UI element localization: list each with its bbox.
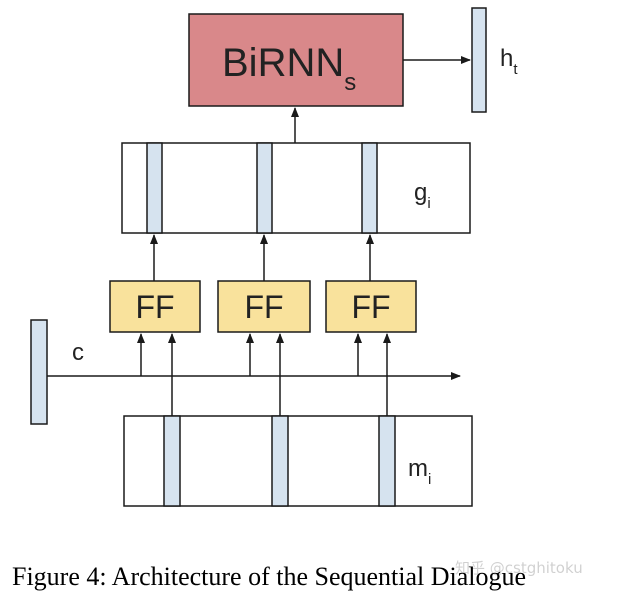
birnn-label: BiRNNs: [222, 41, 356, 96]
m-layer-box: [123, 415, 473, 507]
m-subscript: i: [428, 471, 431, 488]
birnn-block: [188, 13, 404, 107]
ht-vector: [471, 7, 487, 113]
g-label: gi: [414, 179, 431, 212]
figure-caption: Figure 4: Architecture of the Sequential…: [12, 562, 527, 591]
m-vector-1: [163, 415, 181, 507]
ff-unit-2-label: FF: [244, 289, 283, 325]
c-vector: [30, 319, 48, 425]
architecture-diagram: BiRNNs ht gi FF FF FF c mi: [30, 7, 518, 507]
g-vector-2: [256, 142, 273, 234]
m-label: mi: [408, 455, 431, 488]
ff-unit-1: [109, 280, 201, 333]
g-subscript: i: [427, 195, 430, 212]
ht-subscript: t: [513, 61, 518, 78]
birnn-subscript: s: [344, 69, 356, 96]
ff-unit-2: [217, 280, 311, 333]
watermark: 知乎 @cstghitoku: [455, 559, 583, 577]
g-vector-1: [146, 142, 163, 234]
ff-unit-1-label: FF: [135, 289, 174, 325]
g-layer-box: [121, 142, 471, 234]
m-vector-2: [271, 415, 289, 507]
c-label: c: [72, 339, 84, 366]
m-vector-3: [378, 415, 396, 507]
ff-unit-3: [325, 280, 417, 333]
g-vector-3: [361, 142, 378, 234]
ht-label: ht: [500, 45, 518, 78]
ff-unit-3-label: FF: [351, 289, 390, 325]
